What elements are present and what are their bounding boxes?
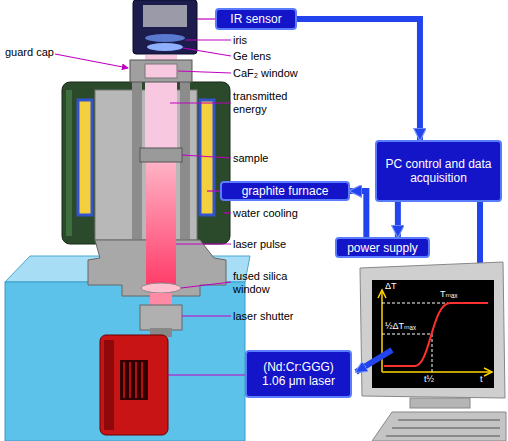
process-box: IR sensor [215,8,297,30]
leader-line [55,54,128,68]
data-link [477,202,483,264]
leader-line [176,243,231,244]
keyboard-keys [386,420,500,436]
part-label: Ge lens [233,50,271,63]
process-box: PC control and data acquisition [375,140,502,202]
leader-line [207,190,220,191]
ge-lens-shape [147,43,183,51]
monitor-body [360,262,505,398]
part-label: water cooling [233,207,298,220]
process-box: graphite furnace [220,181,350,201]
leader-line [197,18,215,19]
leader-line [170,102,231,103]
jacket-highlight [66,90,72,236]
sensor-housing [133,0,197,54]
leader-line [183,48,231,56]
process-box: power supply [335,237,430,258]
chart-label: t½ [424,374,434,385]
box-text: power supply [347,241,418,255]
vent-slats [124,362,142,398]
shutter-body [140,305,182,330]
box-text: IR sensor [230,12,281,26]
leader-line [182,315,231,316]
leader-line [181,282,231,288]
axis-arrows [378,290,492,376]
keyboard [372,412,506,441]
signal-arrow [350,191,366,237]
box-text: graphite furnace [242,184,329,198]
heater-element [200,100,214,215]
part-label: laser pulse [233,238,286,251]
part-label: transmitted energy [233,90,297,116]
leader-lines [55,19,245,375]
caf2-window [145,64,177,78]
part-label: laser shutter [233,310,294,323]
temperature-curve [384,303,488,366]
laser-body [100,335,168,435]
chart-label: t [480,374,483,385]
laser-pulse-beam [146,162,176,288]
chart-label: ½ΔTₘₐₓ [385,321,416,332]
leader-line [185,39,231,40]
laser-pulse-beam [150,293,172,305]
sample-disc [140,148,182,162]
leader-line [168,374,245,375]
signal-arrow [395,202,401,237]
monitor-stand [410,398,470,408]
box-text: (Nd:Cr:GGG) 1.06 μm laser [251,360,346,388]
part-label: CaF₂ window [233,67,298,80]
control-arrow [356,350,392,372]
transmitted-beam [145,55,177,148]
leader-line [182,155,231,158]
iris-shape [145,34,185,42]
chart-label: Tₘₐₓ [440,289,457,300]
part-label: iris [233,34,247,47]
box-text: PC control and data acquisition [381,157,496,185]
tank-front [5,282,245,441]
process-box: (Nd:Cr:GGG) 1.06 μm laser [245,350,352,398]
laser-vent [120,360,148,400]
part-label: guard cap [5,46,54,59]
silica-window [141,283,181,293]
part-label: sample [233,152,268,165]
chart-label: ΔT [385,281,397,292]
part-label: fused silica window [233,270,297,296]
sensor-detector [143,5,187,27]
monitor-screen [372,280,494,388]
chart-axes [382,292,490,372]
laser-shade [104,340,114,430]
heater-element [78,100,92,215]
leader-line [224,212,231,213]
leader-line [178,71,231,73]
signal-arrow [297,19,420,140]
